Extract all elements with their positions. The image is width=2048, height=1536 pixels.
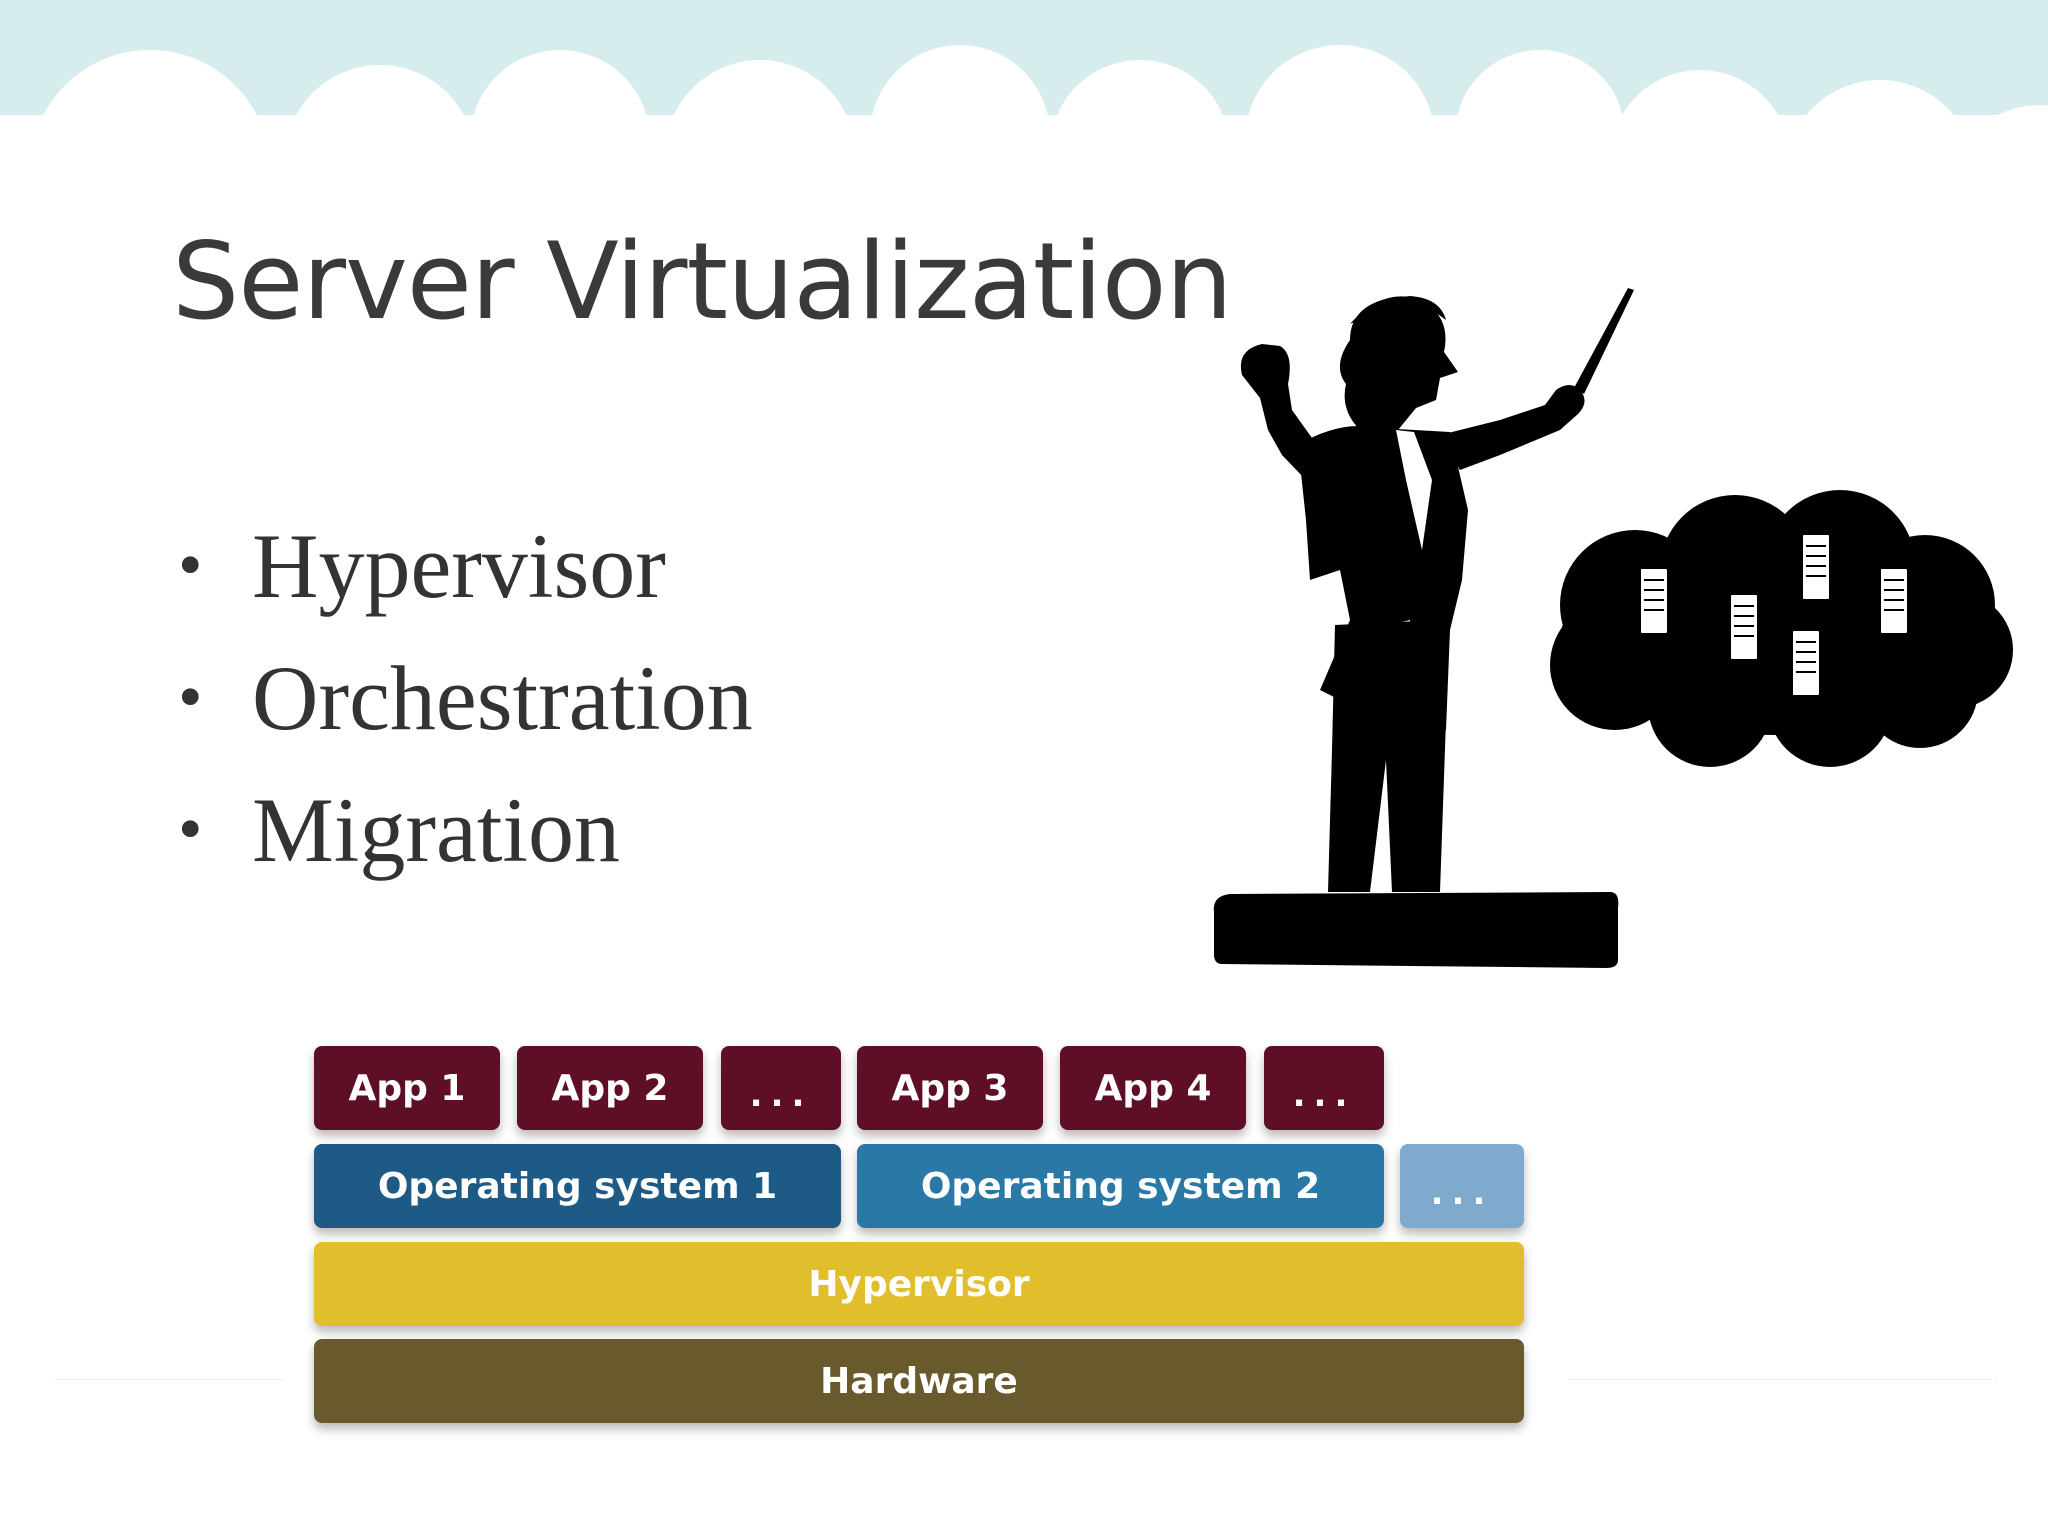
bullet-dot: • — [178, 791, 203, 868]
app-block: App 2 — [517, 1046, 703, 1130]
bullet-dot: • — [178, 659, 203, 736]
app-block-more: ... — [1264, 1046, 1384, 1130]
footer-divider — [55, 1379, 285, 1380]
os-block: Operating system 2 — [857, 1144, 1384, 1228]
bullet-text: Orchestration — [252, 647, 753, 749]
bullet-list: • Hypervisor • Orchestration • Migration — [172, 500, 753, 896]
server-cloud-icon — [1550, 490, 2013, 767]
bullet-item: • Migration — [172, 764, 753, 896]
footer-divider — [1568, 1379, 1998, 1380]
os-block-more: ... — [1400, 1144, 1524, 1228]
server-rack-icon — [1791, 629, 1821, 697]
hypervisor-block: Hypervisor — [314, 1242, 1524, 1326]
bullet-item: • Hypervisor — [172, 500, 753, 632]
bullet-text: Hypervisor — [252, 515, 666, 617]
virtualization-stack-diagram: App 1 App 2 ... App 3 App 4 ... Operatin… — [314, 1046, 1524, 1426]
server-rack-icon — [1879, 567, 1909, 635]
conductor-silhouette-icon — [1213, 288, 1634, 968]
os-block: Operating system 1 — [314, 1144, 841, 1228]
bullet-text: Migration — [252, 779, 620, 881]
app-block: App 1 — [314, 1046, 500, 1130]
app-block: App 4 — [1060, 1046, 1246, 1130]
server-rack-icon — [1729, 593, 1759, 661]
bullet-dot: • — [178, 527, 203, 604]
app-block: App 3 — [857, 1046, 1043, 1130]
bullet-item: • Orchestration — [172, 632, 753, 764]
slide-title: Server Virtualization — [172, 220, 1233, 343]
cloud-banner — [0, 0, 2048, 200]
app-block-more: ... — [721, 1046, 841, 1130]
hardware-block: Hardware — [314, 1339, 1524, 1423]
server-rack-icon — [1639, 567, 1669, 635]
server-rack-icon — [1801, 533, 1831, 601]
